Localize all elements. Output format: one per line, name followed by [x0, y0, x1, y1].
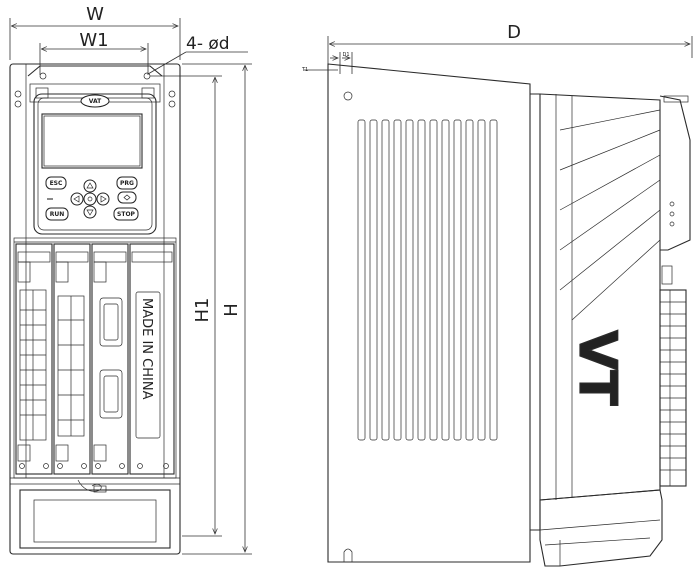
side-fins	[559, 109, 661, 321]
holes-callout: 4- ød	[147, 34, 248, 75]
mount-hole-tl	[39, 72, 47, 80]
side-bottom-cover	[539, 489, 663, 567]
height-inner-dimension: H1	[150, 75, 222, 537]
keypad-panel	[33, 93, 157, 235]
front-housing	[9, 63, 181, 555]
width-inner-dimension: W1	[39, 30, 149, 75]
height-dimension: H	[182, 63, 252, 555]
height-label: H	[221, 303, 242, 317]
esc-button-label: ESC	[50, 180, 63, 187]
width-inner-label: W1	[79, 30, 108, 51]
esc-button[interactable]	[45, 176, 67, 190]
keypad-buttons: ESC PRG RUN STOP	[45, 176, 139, 221]
stop-button-label: STOP	[117, 211, 136, 218]
depth-dimension: D	[327, 22, 693, 70]
left-arrow-button[interactable]	[70, 192, 84, 206]
prg-button[interactable]	[116, 176, 138, 190]
side-vt-logo: VT	[567, 330, 627, 406]
terminal-slot-1	[15, 243, 53, 475]
center-button[interactable]	[83, 192, 97, 206]
run-button[interactable]	[45, 207, 69, 221]
width-dimension: W	[9, 4, 181, 60]
run-button-label: RUN	[50, 211, 65, 218]
enter-button[interactable]	[117, 191, 137, 204]
up-arrow-button[interactable]	[83, 179, 97, 193]
side-vents	[357, 119, 498, 441]
terminal-slot-2	[53, 243, 91, 475]
prg-button-label: PRG	[120, 180, 134, 187]
label-slot-4: MADE IN CHINA	[129, 243, 175, 475]
t1-label: T1	[301, 67, 308, 73]
lcd-screen	[41, 113, 143, 169]
small-dimensions: T1 D1	[301, 52, 353, 74]
side-panel	[327, 63, 531, 563]
depth-label: D	[507, 22, 521, 43]
width-label: W	[86, 4, 104, 25]
height-inner-label: H1	[192, 298, 213, 323]
made-in-china-label: MADE IN CHINA	[139, 298, 154, 400]
side-view: D T1 D1	[301, 22, 693, 567]
front-view: W W1 4- ød	[9, 4, 248, 555]
top-cap	[27, 65, 163, 77]
stop-button[interactable]	[113, 207, 139, 221]
side-mount-hole	[343, 91, 353, 101]
right-arrow-button[interactable]	[96, 192, 110, 206]
keypad-logo: VAT	[89, 98, 102, 105]
down-arrow-button[interactable]	[83, 205, 97, 219]
connector-slot-3	[91, 243, 129, 475]
holes-label: 4- ød	[186, 34, 230, 54]
keypad-protrusion	[659, 95, 691, 251]
mount-hole-tr	[143, 72, 151, 80]
d1-label: D1	[342, 52, 349, 58]
keypad-logo-badge	[80, 94, 110, 108]
made-in-china-plate	[135, 291, 161, 439]
bottom-cover	[19, 489, 171, 549]
db-connector-upper	[99, 297, 123, 347]
db-connector-lower	[99, 369, 123, 419]
side-terminals	[659, 265, 687, 487]
side-terminal-block	[659, 289, 687, 487]
side-front-bezel	[539, 93, 661, 501]
